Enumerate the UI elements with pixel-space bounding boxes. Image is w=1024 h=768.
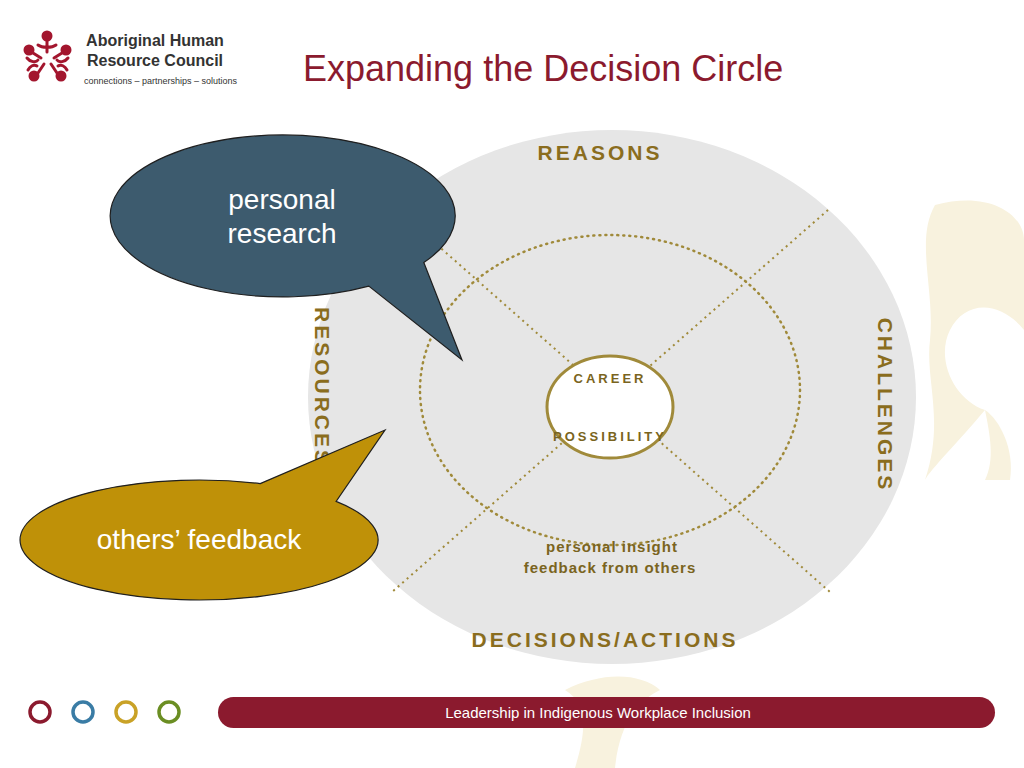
center-label: POSSIBILITY: [553, 429, 667, 444]
logo-emblem: [25, 32, 70, 80]
logo-figure: [54, 53, 68, 62]
speech-bubble: personal research: [110, 135, 455, 297]
center-label: CAREER: [574, 371, 647, 386]
footer-dot: [73, 702, 93, 722]
speech-bubble-outline: [110, 135, 455, 297]
quadrant-label: CHALLENGES: [873, 318, 897, 493]
quadrant-divider: [392, 205, 830, 592]
center-circle: [547, 356, 673, 458]
quadrant-label: REASONS: [538, 141, 663, 165]
logo-figure: [51, 64, 67, 73]
bubble-outline: [20, 430, 385, 600]
career-circle-outline: [545, 354, 675, 460]
quadrant-divider: [392, 210, 828, 592]
band-fill: [218, 697, 995, 728]
callout-text: others’ feedback: [39, 523, 359, 557]
logo-figure: [27, 53, 41, 62]
background-swirl: [925, 200, 1024, 480]
footer-band: Leadership in Indigenous Workplace Inclu…: [218, 697, 995, 728]
logo-figure: [38, 41, 56, 52]
footer-dot: [30, 702, 50, 722]
inner-dotted-ring: [420, 235, 800, 545]
logo-figure: [43, 32, 51, 40]
organization-tagline: connections – partnerships – solutions: [84, 76, 237, 86]
speech-bubble: others’ feedback: [20, 480, 378, 600]
footer-dot: [159, 702, 179, 722]
ring-label: feedback from others: [524, 559, 697, 576]
quadrant-label: DECISIONS/ACTIONS: [472, 628, 739, 652]
footer-text: Leadership in Indigenous Workplace Inclu…: [445, 704, 751, 721]
career-circle: CAREER POSSIBILITY: [545, 354, 675, 460]
callout-text: personal research: [182, 183, 382, 251]
quadrant-label: RESOURCES: [310, 307, 334, 467]
organization-name: Aboriginal Human Resource Council: [80, 31, 230, 71]
footer-dot: [116, 702, 136, 722]
slide-title: Expanding the Decision Circle: [303, 48, 783, 90]
background-swirl: [985, 410, 1011, 480]
logo-figure: [28, 64, 44, 73]
ring-label: personal insight: [546, 538, 678, 555]
bubble-outline: [110, 135, 462, 360]
